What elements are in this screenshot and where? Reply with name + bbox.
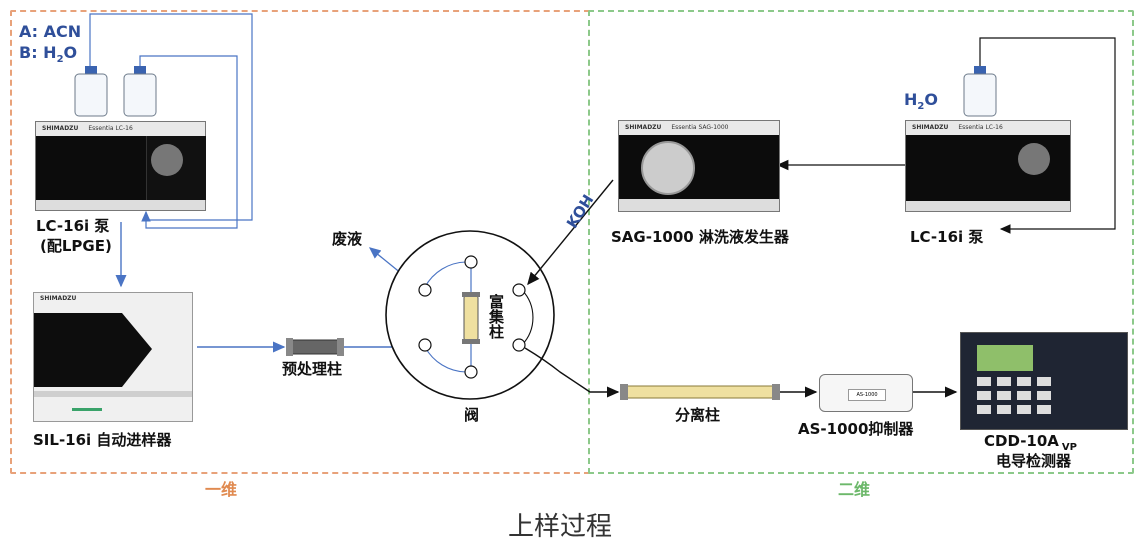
pump2-device: SHIMADZU Essentia LC-16 — [905, 120, 1071, 212]
pump1-label: LC-16i 泵 — [36, 217, 110, 235]
autosampler-device: SHIMADZU — [33, 292, 193, 422]
pump2-model: Essentia LC-16 — [958, 124, 1003, 131]
detector-label-line2: 电导检测器 — [996, 452, 1072, 470]
suppressor-label: AS-1000抑制器 — [798, 420, 914, 438]
solvent-b-line — [139, 55, 238, 229]
h2o-label: H2O — [904, 90, 938, 113]
separation-column — [625, 385, 775, 399]
pump2-label: LC-16i 泵 — [910, 228, 984, 246]
koh-line — [527, 179, 614, 286]
sag-dial-icon — [641, 141, 695, 195]
solvent-b-label: B: H2O — [19, 43, 78, 66]
eluent-generator-device: SHIMADZU Essentia SAG-1000 — [618, 120, 780, 212]
dim2-label: 二维 — [838, 480, 871, 499]
detector-device — [960, 332, 1128, 430]
pump1-brand: SHIMADZU — [42, 125, 79, 132]
region-second-dimension — [588, 10, 1134, 474]
valve-label: 阀 — [464, 406, 480, 424]
pump2-brand: SHIMADZU — [912, 124, 949, 131]
eluent-generator-label: SAG-1000 淋洗液发生器 — [611, 228, 789, 246]
pump2-dial-icon — [1018, 143, 1050, 175]
valve-to-column-line — [524, 347, 620, 398]
pump1-device: SHIMADZU Essentia LC-16 — [35, 121, 206, 211]
suppressor-model: AS-1000 — [848, 389, 886, 401]
solvent-a-label: A: ACN — [19, 22, 82, 41]
water-line — [979, 37, 1116, 234]
sampler-brand: SHIMADZU — [40, 295, 77, 302]
sag-model: Essentia SAG-1000 — [671, 124, 729, 131]
pump1-model: Essentia LC-16 — [88, 125, 133, 132]
autosampler-label: SIL-16i 自动进样器 — [33, 431, 172, 449]
pump1-sublabel: (配LPGE) — [40, 237, 112, 255]
pretreat-label: 预处理柱 — [282, 360, 343, 378]
pretreatment-column — [290, 339, 340, 355]
page-caption: 上样过程 — [508, 512, 613, 542]
bottle-b-icon — [123, 66, 157, 117]
detector-screen — [977, 345, 1033, 371]
sep-column-label: 分离柱 — [675, 406, 721, 424]
waste-label: 废液 — [332, 230, 363, 248]
water-bottle-icon — [963, 66, 997, 117]
sag-brand: SHIMADZU — [625, 124, 662, 131]
enrichment-column — [463, 295, 479, 341]
enrich-label: 富集柱 — [487, 294, 505, 339]
dim1-label: 一维 — [205, 480, 238, 499]
pump1-dial-icon — [151, 144, 183, 176]
bottle-a-icon — [74, 66, 108, 117]
solvent-a-line — [89, 13, 253, 221]
suppressor-device: AS-1000 — [819, 374, 913, 412]
